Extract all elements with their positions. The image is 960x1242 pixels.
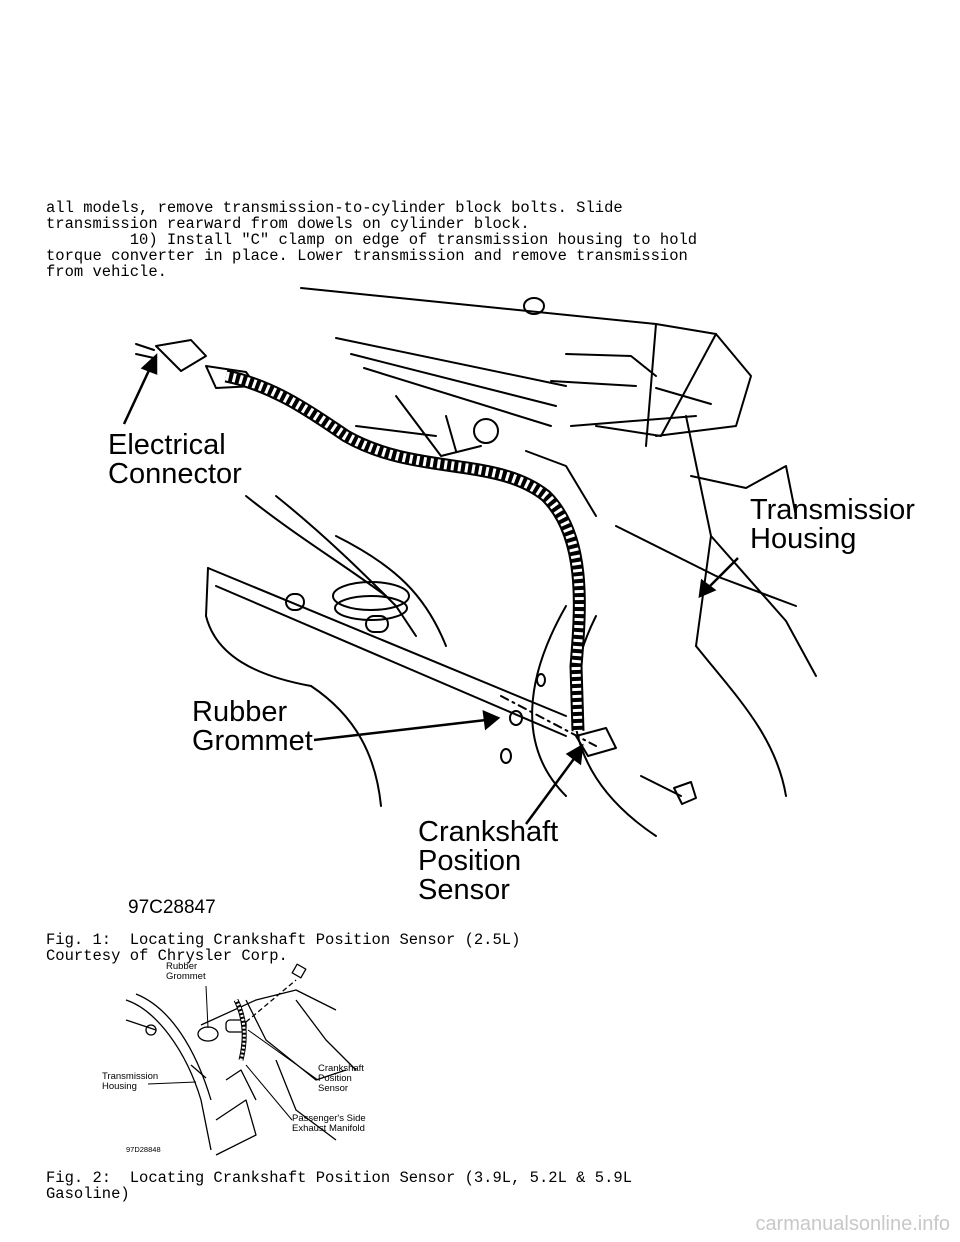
caption-line: Fig. 2: Locating Crankshaft Position Sen… bbox=[46, 1169, 632, 1187]
figure-1-drawing bbox=[122, 287, 817, 837]
caption-line: Courtesy of Chrysler Corp. bbox=[46, 947, 288, 965]
body-line: 10) Install "C" clamp on edge of transmi… bbox=[46, 231, 698, 249]
figure-2-code: 97D28848 bbox=[126, 1145, 161, 1154]
label-rubber-grommet: Rubber Grommet bbox=[192, 696, 313, 757]
figure-2-caption: Fig. 2: Locating Crankshaft Position Sen… bbox=[46, 1154, 632, 1218]
figure-2-drawing bbox=[125, 963, 357, 1156]
label-electrical-connector: Electrical Connector bbox=[108, 429, 242, 490]
body-line: transmission rearward from dowels on cyl… bbox=[46, 215, 530, 233]
caption-line: Gasoline) bbox=[46, 1185, 130, 1203]
fig2-label-crankshaft-position-sensor: Crankshaft Position Sensor bbox=[318, 1063, 364, 1094]
figure-1-illustration: Electrical Connector Transmissior Housin… bbox=[96, 276, 916, 920]
label-crankshaft-position-sensor: Crankshaft Position Sensor bbox=[418, 816, 559, 906]
caption-line: Fig. 1: Locating Crankshaft Position Sen… bbox=[46, 931, 521, 949]
label-transmission-housing: Transmissior Housing bbox=[750, 494, 915, 555]
body-line: torque converter in place. Lower transmi… bbox=[46, 247, 688, 265]
body-text: all models, remove transmission-to-cylin… bbox=[46, 184, 697, 296]
fig2-label-rubber-grommet: Rubber Grommet bbox=[166, 961, 206, 982]
figure-1-caption: Fig. 1: Locating Crankshaft Position Sen… bbox=[46, 916, 520, 980]
body-line: from vehicle. bbox=[46, 263, 167, 281]
figure-2-illustration: Rubber Grommet Transmission Housing Cran… bbox=[96, 960, 406, 1156]
body-line: all models, remove transmission-to-cylin… bbox=[46, 199, 623, 217]
figure-1-code: 97C28847 bbox=[128, 897, 216, 918]
fig2-label-exhaust-manifold: Passenger's Side Exhaust Manifold bbox=[292, 1113, 366, 1134]
fig2-label-transmission-housing: Transmission Housing bbox=[102, 1071, 159, 1092]
footer-watermark[interactable]: carmanualsonline.info bbox=[755, 1213, 950, 1235]
